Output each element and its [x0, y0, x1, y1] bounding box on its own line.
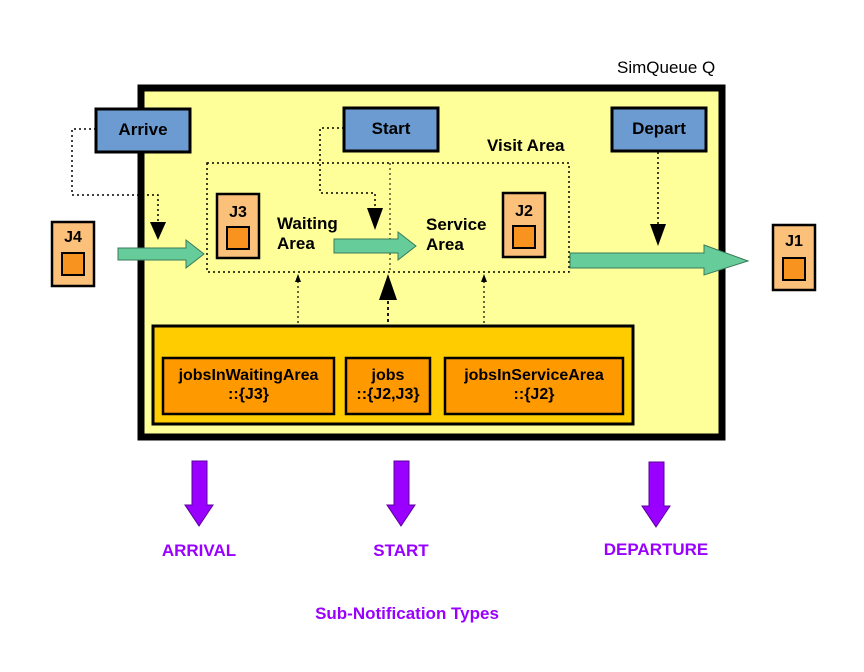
job-j1-label: J1: [785, 233, 803, 250]
start-button-shape: [342, 106, 440, 153]
jobs-state-link-head: [379, 274, 397, 300]
notification-caption: Sub-Notification Types: [315, 604, 499, 623]
waiting-area-label-2: Area: [277, 234, 315, 253]
waiting-state-box: [161, 356, 336, 416]
job-j4: [50, 220, 96, 288]
service-state-box: [443, 356, 625, 416]
start-flow-arrow: [333, 230, 417, 262]
depart-button[interactable]: Depart: [632, 119, 686, 138]
departure-notification-label: DEPARTURE: [603, 540, 709, 559]
depart-connector-head: [650, 224, 666, 246]
job-j4-label: J4: [64, 229, 82, 246]
departure-flow-arrow: [569, 244, 750, 276]
start-button[interactable]: Start: [371, 119, 411, 138]
service-state-link-head: [481, 274, 487, 282]
service-state-value: ::{J2}: [513, 386, 555, 403]
arrive-connector: [71, 128, 159, 233]
waiting-state-value: ::{J3}: [228, 386, 269, 403]
waiting-state-name: jobsInWaitingArea: [178, 367, 319, 384]
depart-button-shape: [610, 106, 708, 153]
job-j1: [771, 223, 817, 292]
waiting-area-label-1: Waiting: [277, 214, 338, 233]
departure-notify-arrow: [641, 461, 671, 528]
start-connector-head: [367, 208, 383, 230]
arrive-button-shape: [94, 107, 192, 154]
arrival-notification-label: ARRIVAL: [161, 541, 237, 560]
job-j3: [215, 192, 261, 260]
job-j2-label: J2: [515, 203, 533, 220]
simqueue-title: SimQueue Q: [617, 58, 716, 77]
jobs-state-name: jobs: [371, 367, 405, 384]
start-connector: [319, 127, 376, 222]
jobs-state-box: [344, 356, 432, 416]
service-area-label-2: Area: [426, 235, 464, 254]
visit-area-box: [206, 162, 570, 273]
job-j2: [501, 191, 547, 259]
job-j3-label: J3: [229, 204, 247, 221]
visit-area-label: Visit Area: [487, 136, 565, 155]
arrival-notify-arrow: [184, 460, 214, 527]
jobs-state-value: ::{J2,J3}: [356, 386, 420, 403]
start-notification-label: START: [373, 541, 429, 560]
arrive-button[interactable]: Arrive: [118, 120, 168, 139]
arrive-connector-head: [150, 222, 166, 240]
arrival-flow-arrow: [117, 238, 205, 270]
service-state-name: jobsInServiceArea: [464, 367, 604, 384]
start-notify-arrow: [386, 460, 416, 527]
service-area-label-1: Service: [426, 215, 487, 234]
waiting-state-link-head: [295, 274, 301, 282]
